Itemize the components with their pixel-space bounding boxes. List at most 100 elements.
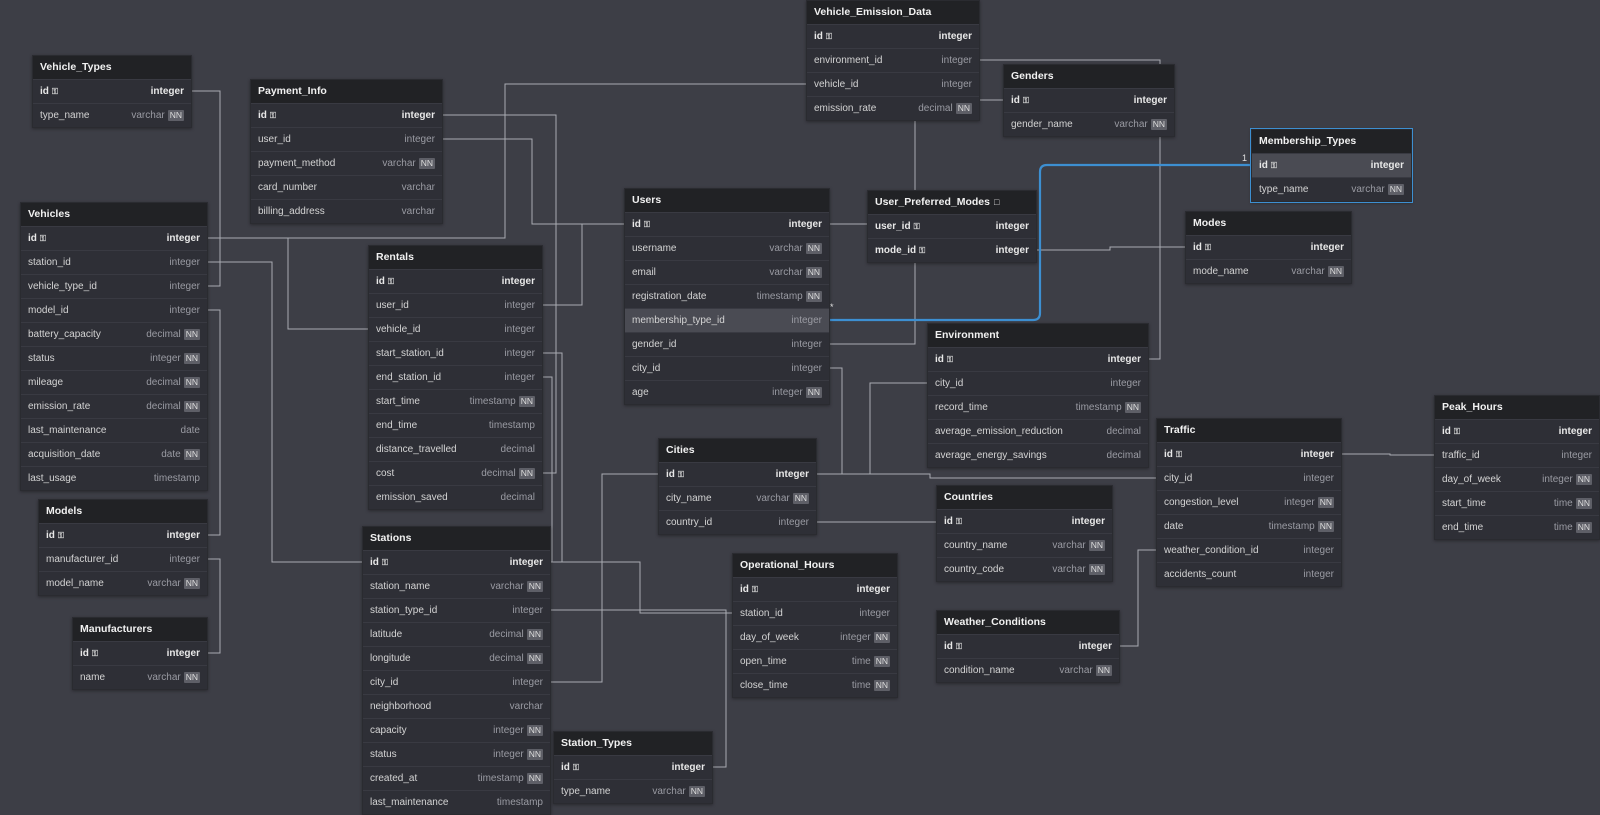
field-row[interactable]: id⚿integer bbox=[369, 269, 542, 293]
relationship-line[interactable] bbox=[815, 382, 927, 475]
field-row[interactable]: mode_id⚿integer bbox=[868, 238, 1036, 262]
field-row[interactable]: id⚿integer bbox=[39, 523, 207, 547]
table-header[interactable]: Rentals bbox=[369, 246, 542, 269]
field-row[interactable]: id⚿integer bbox=[937, 509, 1112, 533]
table-header[interactable]: Models bbox=[39, 500, 207, 523]
relationship-line[interactable] bbox=[1340, 453, 1434, 456]
table-header[interactable]: Vehicle_Types bbox=[33, 56, 191, 79]
table-header[interactable]: Environment bbox=[928, 324, 1148, 347]
relationship-line[interactable] bbox=[1118, 549, 1156, 647]
field-row[interactable]: id⚿integer bbox=[1186, 235, 1351, 259]
field-row[interactable]: id⚿integer bbox=[1004, 88, 1174, 112]
field-row[interactable]: id⚿integer bbox=[937, 634, 1119, 658]
field-row[interactable]: id⚿integer bbox=[807, 24, 979, 48]
field-row[interactable]: id⚿integer bbox=[625, 212, 829, 236]
table-header[interactable]: Manufacturers bbox=[73, 618, 207, 641]
table-header[interactable]: Cities bbox=[659, 439, 816, 462]
relationship-line[interactable] bbox=[549, 561, 732, 614]
table-header[interactable]: Vehicles bbox=[21, 203, 207, 226]
field-row[interactable]: id⚿integer bbox=[21, 226, 207, 250]
field-row[interactable]: id⚿integer bbox=[33, 79, 191, 103]
field-row[interactable]: id⚿integer bbox=[1157, 442, 1341, 466]
relationship-line[interactable] bbox=[206, 558, 221, 654]
field-row[interactable]: id⚿integer bbox=[554, 755, 712, 779]
relationship-line[interactable] bbox=[1035, 246, 1185, 251]
relationship-line[interactable] bbox=[441, 138, 624, 225]
table-header[interactable]: Peak_Hours bbox=[1435, 396, 1599, 419]
table-header[interactable]: Weather_Conditions bbox=[937, 611, 1119, 634]
field-row[interactable]: user_id⚿integer bbox=[868, 214, 1036, 238]
field-row[interactable]: id⚿integer bbox=[1435, 419, 1599, 443]
field-row[interactable]: id⚿integer bbox=[659, 462, 816, 486]
table-header[interactable]: Stations bbox=[363, 527, 550, 550]
table-header[interactable]: Countries bbox=[937, 486, 1112, 509]
table-header[interactable]: Membership_Types bbox=[1252, 130, 1411, 153]
